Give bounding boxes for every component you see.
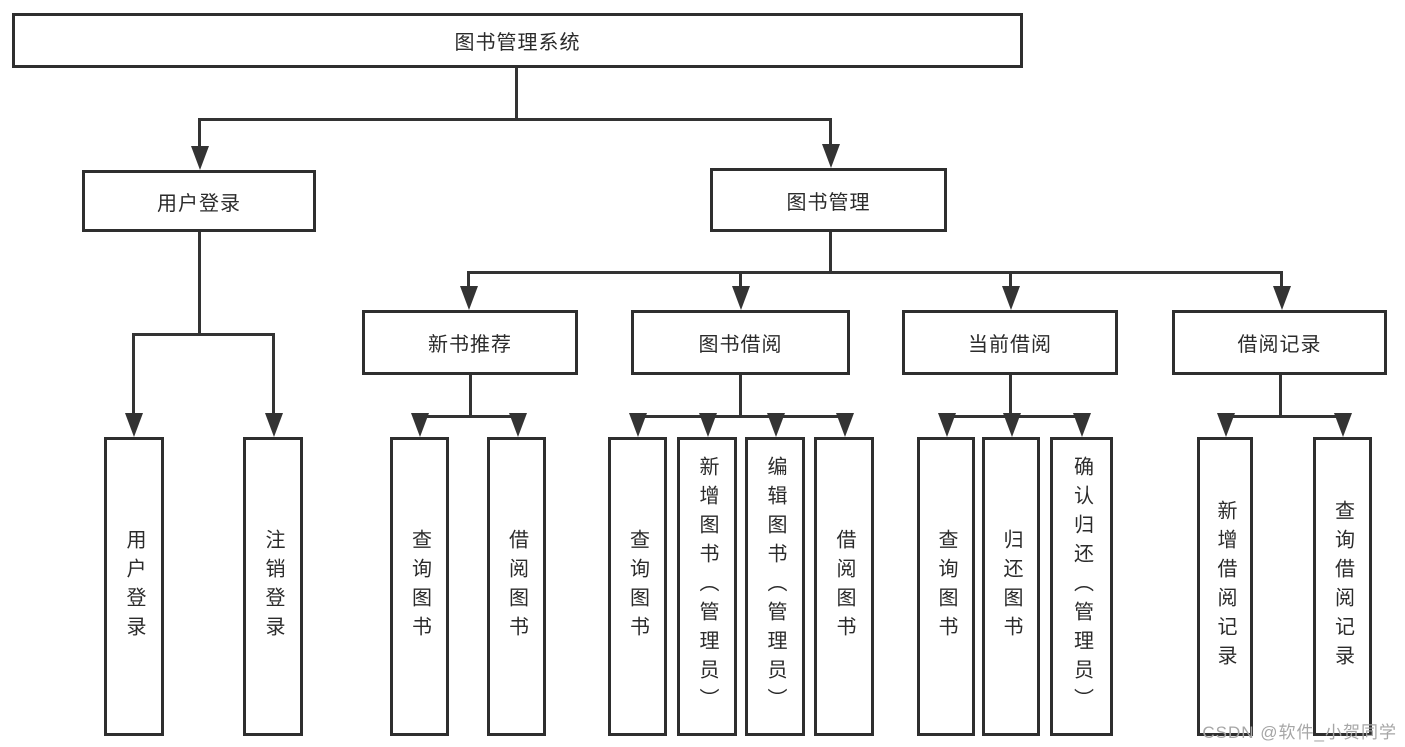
leaf-current-confirm-label: 确认归还（管理员） [1070, 456, 1093, 717]
leaf-current-confirm: 确认归还（管理员） [1050, 437, 1113, 736]
arrow-down-icon [1002, 286, 1020, 310]
node-current-borrow-label: 当前借阅 [968, 334, 1052, 356]
arrow-down-icon [836, 413, 854, 437]
leaf-newbook-borrow: 借阅图书 [487, 437, 546, 736]
watermark: CSDN @软件_小贺同学 [1202, 723, 1397, 742]
connector-user-login-bar [132, 333, 275, 336]
arrow-down-icon [460, 286, 478, 310]
connector-book-borrow-bar [636, 415, 846, 418]
leaf-borrow-add-label: 新增图书（管理员） [696, 456, 718, 717]
arrow-down-icon [509, 413, 527, 437]
node-book-borrow: 图书借阅 [631, 310, 850, 375]
arrow-down-icon [699, 413, 717, 437]
node-new-book-rec-label: 新书推荐 [428, 334, 512, 356]
leaf-logout: 注销登录 [243, 437, 303, 736]
leaf-user-login-label: 用户登录 [123, 528, 145, 645]
connector-drop-current-borrow [1009, 271, 1012, 290]
connector-drop-borrow-records [1280, 271, 1283, 290]
leaf-record-add-label: 新增借阅记录 [1214, 499, 1236, 674]
node-root: 图书管理系统 [12, 13, 1023, 68]
connector-root-stem [515, 68, 518, 120]
leaf-current-return: 归还图书 [982, 437, 1040, 736]
arrow-down-icon [822, 144, 840, 168]
connector-drop-book-mgmt [829, 118, 832, 148]
node-borrow-records-label: 借阅记录 [1237, 334, 1322, 356]
arrow-down-icon [1003, 413, 1021, 437]
leaf-user-login: 用户登录 [104, 437, 164, 736]
leaf-logout-label: 注销登录 [262, 528, 284, 645]
arrow-down-icon [1334, 413, 1352, 437]
node-book-mgmt-label: 图书管理 [786, 191, 871, 214]
node-book-borrow-label: 图书借阅 [698, 334, 783, 356]
connector-drop-user-login [198, 118, 201, 150]
arrow-down-icon [1073, 413, 1091, 437]
leaf-record-add: 新增借阅记录 [1197, 437, 1253, 736]
connector-borrow-records-bar [1224, 415, 1344, 418]
leaf-borrow-edit-label: 编辑图书（管理员） [764, 456, 786, 717]
leaf-record-query-label: 查询借阅记录 [1331, 499, 1354, 674]
node-book-mgmt: 图书管理 [710, 168, 947, 232]
leaf-current-return-label: 归还图书 [1000, 528, 1022, 645]
connector-user-login-stem [198, 232, 201, 335]
node-root-label: 图书管理系统 [454, 32, 581, 54]
connector-drop-leaf-logout [272, 333, 275, 415]
leaf-borrow-add: 新增图书（管理员） [677, 437, 737, 736]
leaf-newbook-query-label: 查询图书 [408, 528, 431, 645]
node-new-book-rec: 新书推荐 [362, 310, 578, 375]
connector-new-book-rec-bar [418, 415, 518, 418]
leaf-current-query: 查询图书 [917, 437, 975, 736]
arrow-down-icon [265, 413, 283, 437]
connector-book-mgmt-stem [829, 232, 832, 274]
arrow-down-icon [938, 413, 956, 437]
leaf-borrow-book-label: 借阅图书 [833, 528, 855, 645]
arrow-down-icon [125, 413, 143, 437]
node-current-borrow: 当前借阅 [902, 310, 1118, 375]
node-user-login: 用户登录 [82, 170, 316, 232]
arrow-down-icon [1217, 413, 1235, 437]
connector-borrow-records-stem [1279, 375, 1282, 418]
connector-book-borrow-stem [739, 375, 742, 418]
connector-drop-book-borrow [739, 271, 742, 290]
connector-root-bar [198, 118, 832, 121]
leaf-newbook-query: 查询图书 [390, 437, 449, 736]
leaf-borrow-book: 借阅图书 [814, 437, 874, 736]
node-borrow-records: 借阅记录 [1172, 310, 1387, 375]
arrow-down-icon [1273, 286, 1291, 310]
leaf-borrow-query: 查询图书 [608, 437, 667, 736]
leaf-borrow-edit: 编辑图书（管理员） [745, 437, 805, 736]
connector-drop-leaf-user-login [132, 333, 135, 415]
leaf-current-query-label: 查询图书 [935, 528, 957, 645]
arrow-down-icon [629, 413, 647, 437]
arrow-down-icon [732, 286, 750, 310]
arrow-down-icon [191, 146, 209, 170]
arrow-down-icon [767, 413, 785, 437]
leaf-record-query: 查询借阅记录 [1313, 437, 1372, 736]
node-user-login-label: 用户登录 [157, 192, 241, 215]
connector-book-mgmt-bar [467, 271, 1283, 274]
leaf-newbook-borrow-label: 借阅图书 [505, 528, 528, 645]
connector-new-book-rec-stem [469, 375, 472, 418]
leaf-borrow-query-label: 查询图书 [626, 528, 649, 645]
connector-drop-new-book-rec [467, 271, 470, 290]
arrow-down-icon [411, 413, 429, 437]
connector-current-borrow-stem [1009, 375, 1012, 418]
